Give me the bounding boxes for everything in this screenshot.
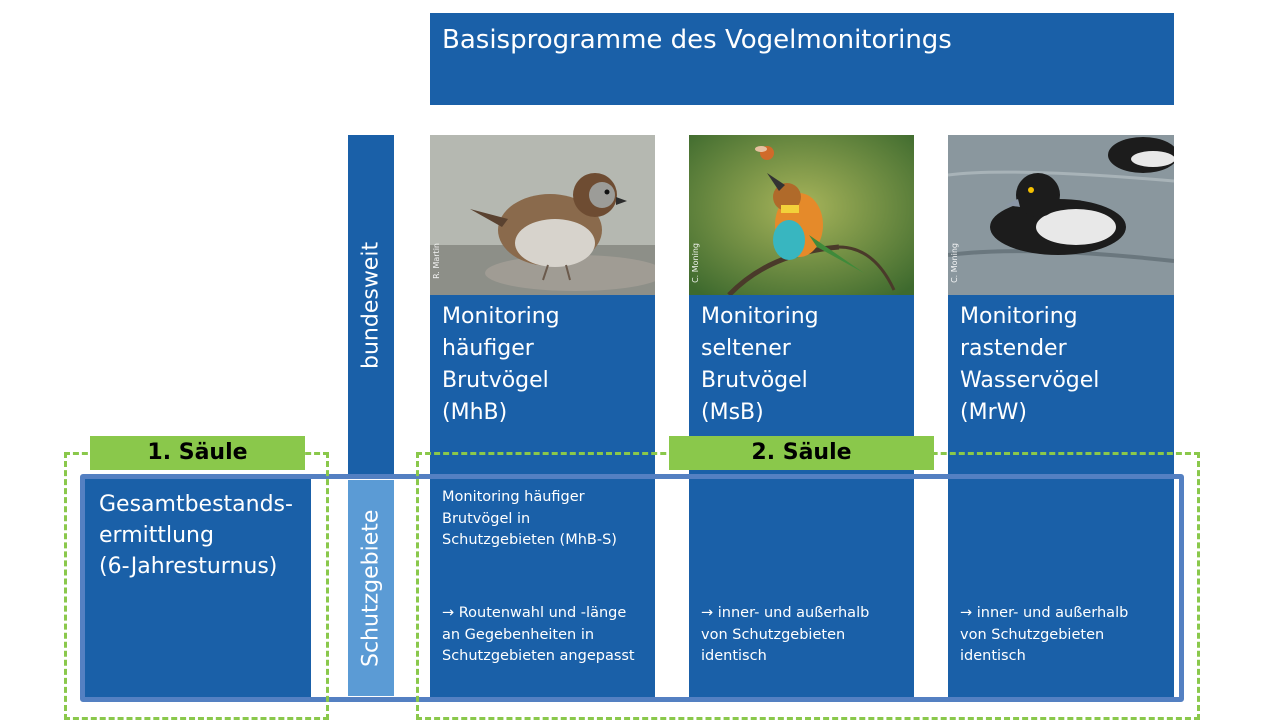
program-mhb-lower: Monitoring häufiger Brutvögel in Schutzg… <box>430 479 655 697</box>
program-mrw-lower: → inner- und außerhalb von Schutzgebiete… <box>948 479 1174 697</box>
pillar-1-label: 1. Säule <box>90 436 305 470</box>
sparrow-icon <box>430 135 655 295</box>
label-bundesweit: bundesweit <box>348 135 394 475</box>
program-mrw-title: Monitoring rastender Wasservögel (MrW) <box>948 295 1174 475</box>
duck-icon <box>948 135 1174 295</box>
page-title: Basisprogramme des Vogelmonitorings <box>430 13 1174 105</box>
mrw-note: → inner- und außerhalb von Schutzgebiete… <box>960 605 1129 664</box>
photo-credit: C. Moning <box>950 243 959 283</box>
pillar-1-outline <box>64 452 329 720</box>
photo-credit: R. Martin <box>432 243 441 279</box>
mhb-s-note: → Routenwahl und -länge an Gegebenheiten… <box>442 605 635 664</box>
pillar-2-outline <box>416 452 1200 720</box>
photo-credit: C. Moning <box>691 243 700 283</box>
mhb-s-text: Monitoring häufiger Brutvögel in Schutzg… <box>442 489 617 548</box>
sparrow-photo: R. Martin <box>430 135 655 295</box>
pillar-2-label: 2. Säule <box>669 436 934 470</box>
schutzgebiete-band <box>80 474 1184 702</box>
duck-photo: C. Moning <box>948 135 1174 295</box>
bee-eater-icon <box>689 135 914 295</box>
program-msb-lower: → inner- und außerhalb von Schutzgebiete… <box>689 479 914 697</box>
program-mhb-title: Monitoring häufiger Brutvögel (MhB) <box>430 295 655 475</box>
msb-note: → inner- und außerhalb von Schutzgebiete… <box>701 605 870 664</box>
bee-eater-photo: C. Moning <box>689 135 914 295</box>
gesamtbestand-box: Gesamtbestands- ermittlung (6-Jahresturn… <box>85 479 311 697</box>
